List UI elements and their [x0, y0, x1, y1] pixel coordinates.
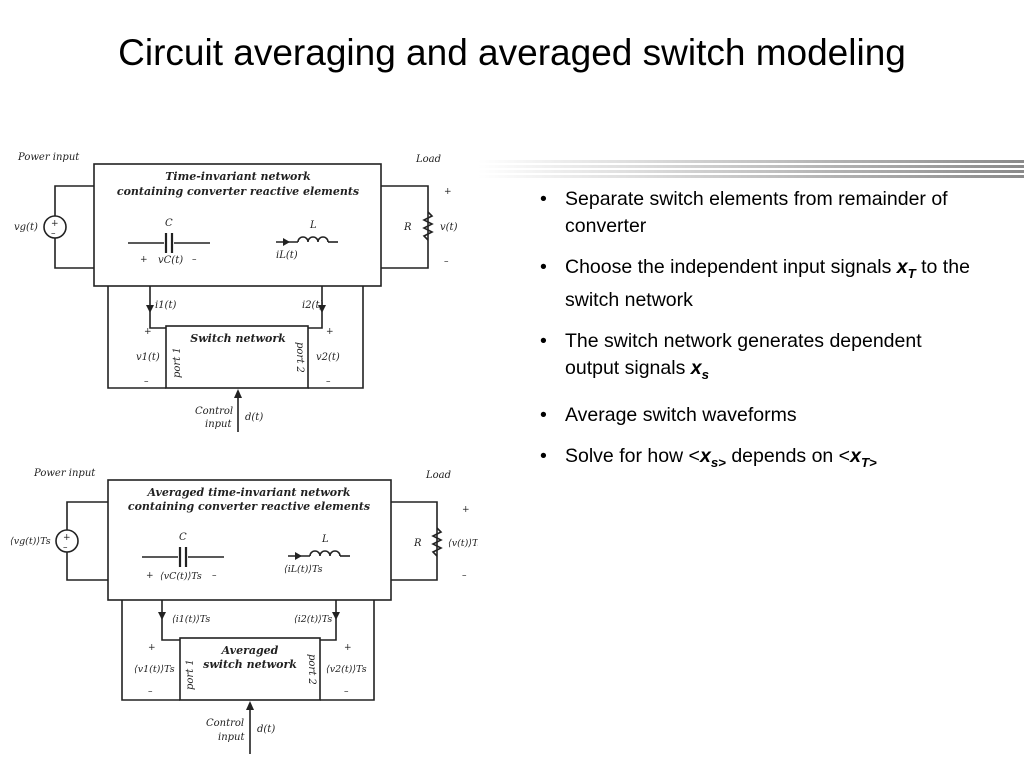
averaged-switch-network-box — [179, 637, 321, 701]
load-label: Load — [425, 470, 451, 481]
bullet-item: Solve for how <xs> depends on <xT> — [538, 443, 978, 476]
duty-label: d(t) — [245, 412, 263, 423]
v1-label: ⟨v1(t)⟩Ts — [134, 664, 175, 675]
slide-title: Circuit averaging and averaged switch mo… — [118, 32, 906, 73]
source-plus: + — [51, 219, 59, 229]
il-label: iL(t) — [276, 250, 298, 261]
rule-stripe — [478, 165, 1024, 168]
inductor-icon — [309, 550, 341, 557]
symbol-x-t: xT> — [850, 444, 877, 470]
bullet-item: Average switch waveforms — [538, 402, 978, 429]
port1-label: port 1 — [185, 659, 196, 690]
inductor-label: L — [321, 534, 329, 545]
switch-network-title: Switch network — [190, 332, 286, 345]
v1-label: v1(t) — [136, 352, 160, 363]
bottom-circuit-diagram: Power input Load Averaged time-invariant… — [10, 468, 478, 754]
vout-plus: + — [462, 505, 470, 515]
network-title-line1: Time-invariant network — [165, 170, 311, 183]
capacitor-label: C — [165, 218, 173, 229]
vc-plus: + — [140, 255, 148, 265]
top-circuit-diagram: Power input Load Time-invariant network … — [14, 152, 458, 432]
i1-label: i1(t) — [155, 300, 176, 311]
resistor-label: R — [413, 538, 422, 549]
bullet-item: Choose the independent input signals xT … — [538, 254, 978, 314]
vc-minus: – — [212, 571, 217, 581]
bullet-text: The switch network generates dependent o… — [565, 329, 922, 379]
inductor-label: L — [309, 220, 317, 231]
network-title-line2: containing converter reactive elements — [117, 185, 359, 198]
resistor-icon — [431, 527, 443, 557]
input-label: input — [218, 732, 245, 743]
input-label: input — [205, 419, 232, 430]
v1-plus: + — [144, 327, 152, 337]
source-minus: – — [63, 543, 68, 553]
symbol-x-s: xs> — [699, 444, 726, 470]
v1-minus: – — [148, 687, 153, 697]
bullet-text: depends on < — [725, 444, 851, 467]
bullet-text: Choose the independent input signals — [565, 256, 897, 278]
i2-label: i2(t) — [302, 300, 323, 311]
voltage-source-icon — [55, 529, 79, 553]
vc-label: vC(t) — [158, 255, 183, 266]
averaged-network-box — [107, 479, 392, 601]
network-title-line2: containing converter reactive elements — [128, 500, 370, 513]
rule-stripe — [478, 160, 1024, 163]
power-input-label: Power input — [17, 152, 80, 163]
bullet-text: to the switch network — [565, 256, 970, 311]
port2-label: port 2 — [306, 654, 317, 685]
vg-label: vg(t) — [14, 222, 38, 233]
vc-label: ⟨vC(t)⟩Ts — [160, 571, 202, 582]
vout-label: ⟨v(t)⟩Ts — [448, 538, 478, 549]
power-input-label: Power input — [33, 468, 96, 479]
decorative-gradient-rule — [478, 160, 1024, 178]
switch-network-box — [165, 325, 309, 389]
i1-label: ⟨i1(t)⟩Ts — [172, 614, 210, 625]
bullet-item: The switch network generates dependent o… — [538, 328, 978, 388]
vout-minus: – — [444, 257, 449, 267]
switch-network-title-line2: switch network — [203, 658, 297, 671]
i2-label: ⟨i2(t)⟩Ts — [294, 614, 332, 625]
control-label: Control — [206, 718, 244, 729]
vout-label: v(t) — [440, 222, 458, 233]
vout-plus: + — [444, 187, 452, 197]
control-label: Control — [195, 406, 233, 417]
v1-plus: + — [148, 643, 156, 653]
v2-label: ⟨v2(t)⟩Ts — [326, 664, 367, 675]
network-title-line1: Averaged time-invariant network — [146, 486, 350, 499]
vc-plus: + — [146, 571, 154, 581]
port1-label: port 1 — [172, 347, 183, 378]
bullet-item: Separate switch elements from remainder … — [538, 186, 978, 240]
inductor-icon — [297, 236, 329, 243]
source-plus: + — [63, 533, 71, 543]
v2-plus: + — [326, 327, 334, 337]
bullet-list: Separate switch elements from remainder … — [538, 186, 978, 490]
switch-network-title-line1: Averaged — [221, 644, 279, 657]
rule-stripe — [478, 175, 1024, 178]
v1-minus: – — [144, 377, 149, 387]
symbol-x-t: xT — [896, 256, 916, 281]
rule-stripe — [478, 170, 1024, 173]
bullet-text: Average switch waveforms — [565, 403, 797, 426]
v2-minus: – — [344, 687, 349, 697]
symbol-x-s: xs — [690, 356, 709, 382]
bullet-text: Separate switch elements from remainder … — [565, 188, 948, 237]
vout-minus: – — [462, 571, 467, 581]
il-label: ⟨iL(t)⟩Ts — [284, 564, 323, 575]
resistor-icon — [422, 211, 434, 241]
source-minus: – — [51, 229, 56, 239]
capacitor-label: C — [179, 532, 187, 543]
v2-label: v2(t) — [316, 352, 340, 363]
port2-label: port 2 — [294, 342, 305, 373]
time-invariant-network-box — [93, 163, 382, 287]
vc-minus: – — [192, 255, 197, 265]
v2-minus: – — [326, 377, 331, 387]
load-label: Load — [415, 154, 441, 165]
bullet-text: Solve for how < — [565, 444, 700, 467]
resistor-label: R — [403, 222, 412, 233]
duty-label: d(t) — [257, 724, 275, 735]
v2-plus: + — [344, 643, 352, 653]
vg-label: ⟨vg(t)⟩Ts — [10, 536, 51, 547]
voltage-source-icon — [43, 215, 67, 239]
